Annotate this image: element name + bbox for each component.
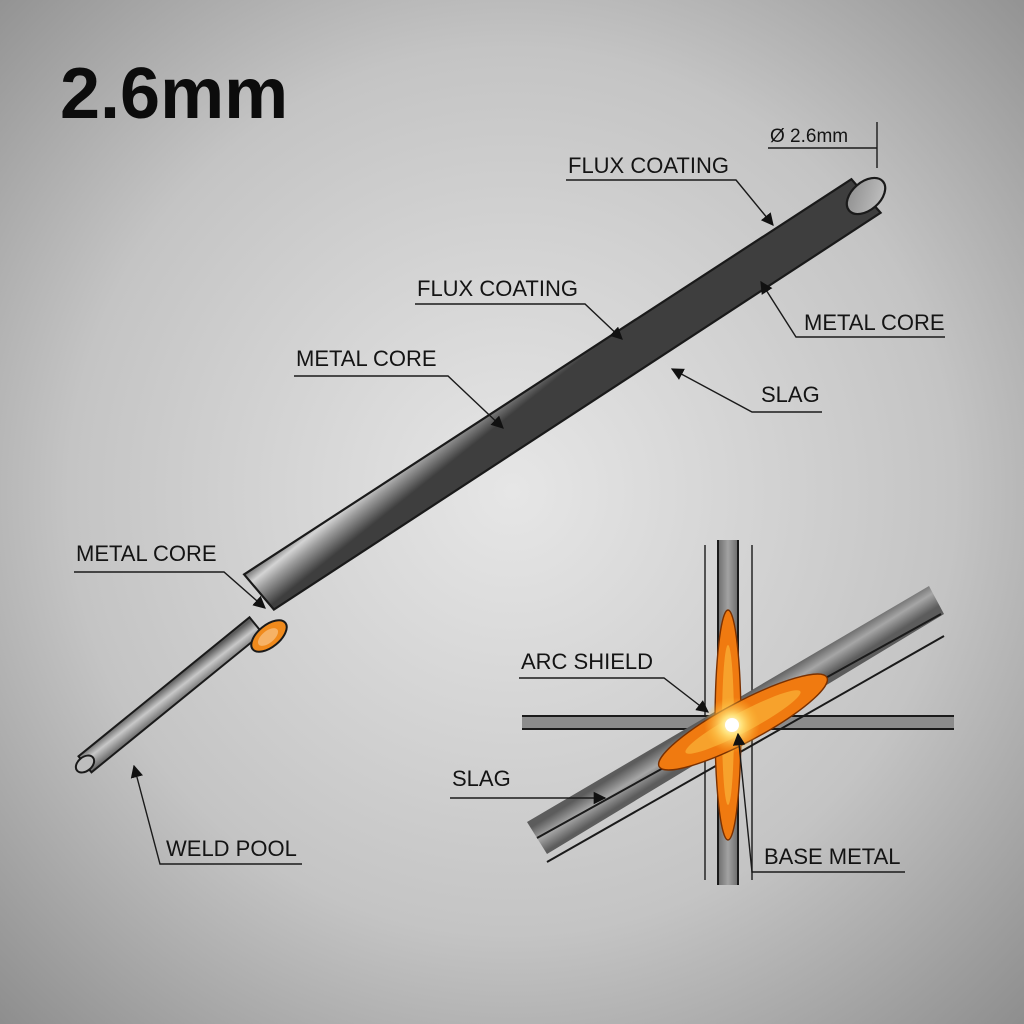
label-arc-shield: ARC SHIELD xyxy=(519,649,709,713)
rod-end-cap xyxy=(845,176,887,216)
title: 2.6mm xyxy=(60,54,288,134)
flux-ring-inner xyxy=(257,628,279,646)
leader-line xyxy=(294,375,504,429)
leader-line xyxy=(74,571,266,609)
label-metal-core-left: METAL CORE xyxy=(74,541,266,609)
leader-line xyxy=(519,677,709,713)
label-text: SLAG xyxy=(761,382,820,407)
core-tip xyxy=(74,754,96,774)
label-slag-weld: SLAG xyxy=(450,766,607,805)
diameter-label: Ø 2.6mm xyxy=(770,126,848,147)
label-text: FLUX COATING xyxy=(417,276,578,301)
electrode-rod xyxy=(74,122,887,774)
label-weld-pool: WELD POOL xyxy=(130,764,302,865)
label-text: FLUX COATING xyxy=(568,153,729,178)
label-slag-rod: SLAG xyxy=(670,368,822,413)
label-text: METAL CORE xyxy=(804,310,945,335)
leader-line xyxy=(415,303,623,340)
arc-core xyxy=(725,718,739,732)
label-base-metal: BASE METAL xyxy=(732,732,905,873)
label-metal-core-right: METAL CORE xyxy=(760,280,945,338)
leader-line xyxy=(566,179,774,226)
label-text: BASE METAL xyxy=(764,844,901,869)
label-text: WELD POOL xyxy=(166,836,297,861)
leader-line xyxy=(670,368,822,413)
label-flux-coating-mid: FLUX COATING xyxy=(415,276,623,340)
label-text: METAL CORE xyxy=(76,541,217,566)
leader-line xyxy=(760,280,945,338)
label-flux-coating-top: FLUX COATING xyxy=(566,153,774,226)
label-text: METAL CORE xyxy=(296,346,437,371)
label-metal-core-mid: METAL CORE xyxy=(294,346,504,429)
weld-joint-detail xyxy=(522,540,954,885)
label-text: ARC SHIELD xyxy=(521,649,653,674)
label-text: SLAG xyxy=(452,766,511,791)
leader-line xyxy=(732,732,905,873)
leader-line xyxy=(130,764,302,865)
